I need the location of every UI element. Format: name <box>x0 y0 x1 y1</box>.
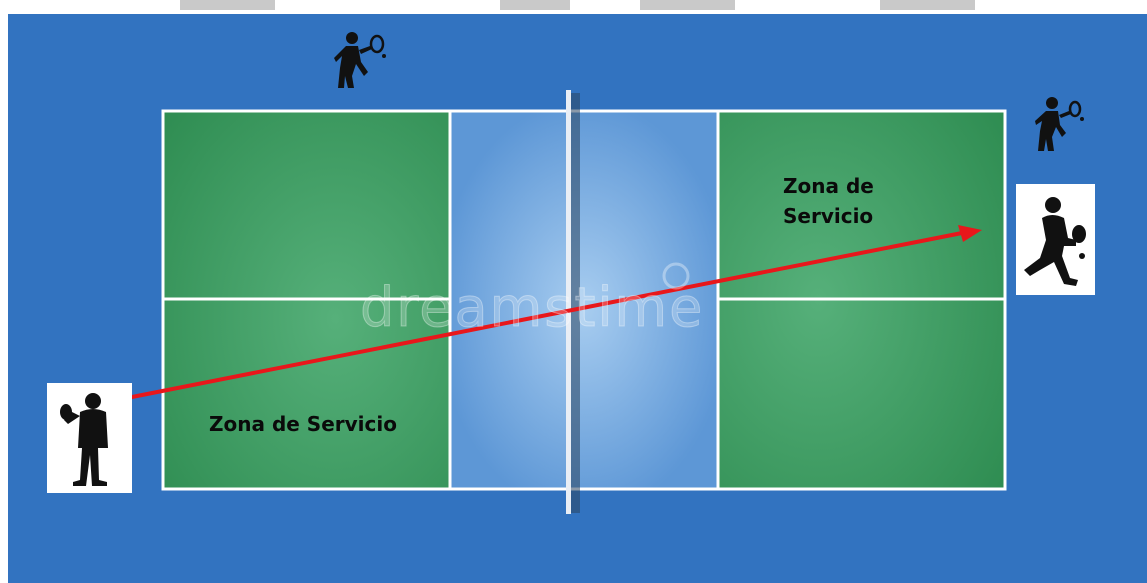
service-zone-label-right: Zona de Servicio <box>783 171 874 231</box>
player-right-card <box>1016 184 1095 295</box>
kitchen-zone <box>450 111 718 489</box>
top-strip-shadow-2 <box>500 0 570 10</box>
player-left-card <box>47 383 132 493</box>
top-strip-shadow-3 <box>640 0 735 10</box>
top-strip <box>0 0 1147 14</box>
watermark-text: dreamstime <box>359 276 705 340</box>
player-walking-racket-icon <box>334 32 386 88</box>
top-strip-shadow-4 <box>880 0 975 10</box>
service-zone-label-left: Zona de Servicio <box>209 412 397 436</box>
serve-arrow <box>130 225 982 399</box>
watermark-logo <box>662 262 690 290</box>
net <box>566 90 580 514</box>
player-walking-racket-icon <box>1035 97 1084 151</box>
service-zone-label-right-line2: Servicio <box>783 204 874 228</box>
top-strip-shadow-1 <box>180 0 275 10</box>
service-zone-label-right-line1: Zona de <box>783 174 874 198</box>
court-lines <box>161 109 1007 491</box>
player-running-paddle-icon <box>1024 197 1086 286</box>
player-standing-paddle-icon <box>60 393 108 486</box>
